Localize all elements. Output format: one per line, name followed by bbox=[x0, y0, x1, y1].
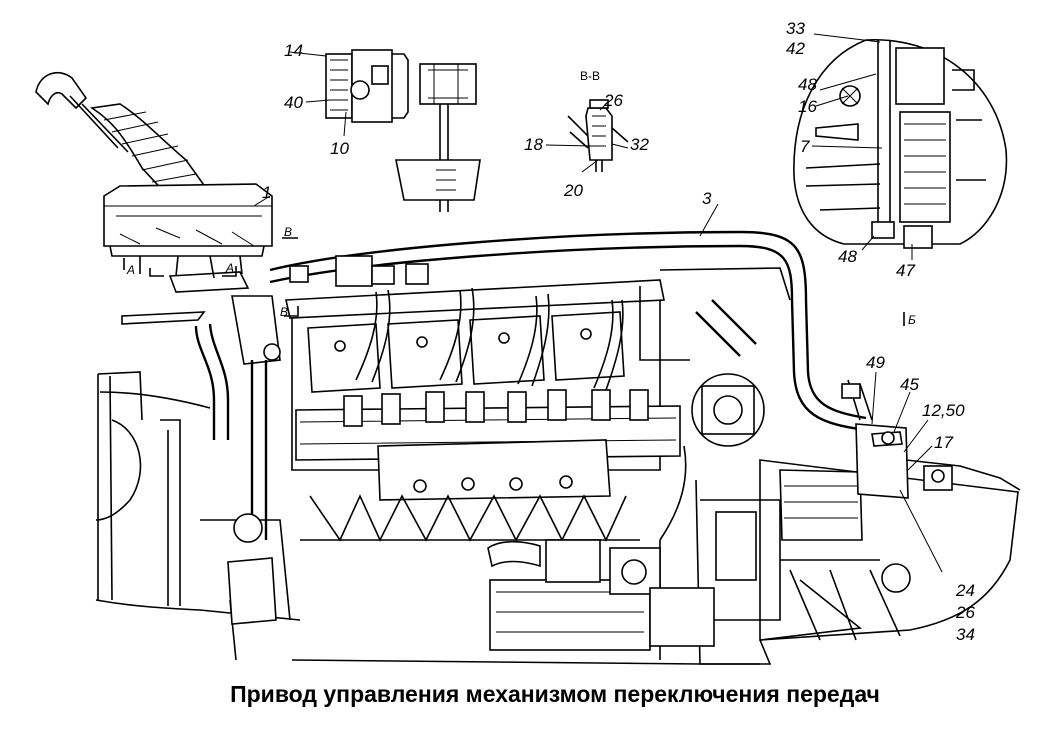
view-label-b3: Б bbox=[908, 313, 916, 327]
callout-33: 33 bbox=[786, 19, 805, 38]
view-label-a1: А bbox=[126, 263, 135, 277]
injector-row bbox=[343, 389, 649, 427]
section-b-b bbox=[567, 99, 629, 172]
callout-49: 49 bbox=[866, 353, 885, 372]
engine-block bbox=[95, 255, 1021, 665]
turbocharger bbox=[659, 299, 765, 541]
callout-48-bottom: 48 bbox=[838, 247, 857, 266]
callout-26-bottom: 26 bbox=[955, 603, 975, 622]
callout-7: 7 bbox=[800, 137, 810, 156]
callout-20: 20 bbox=[563, 181, 583, 200]
callout-1: 1 bbox=[262, 183, 271, 202]
callout-3: 3 bbox=[702, 189, 712, 208]
detail-circle bbox=[793, 39, 1008, 249]
view-markers: А А В В Б В-В bbox=[126, 69, 916, 327]
valve-covers bbox=[307, 311, 625, 393]
callout-17: 17 bbox=[934, 433, 953, 452]
callout-24: 24 bbox=[955, 581, 975, 600]
callout-34: 34 bbox=[956, 625, 975, 644]
section-label: В-В bbox=[580, 69, 600, 83]
shift-bracket bbox=[841, 379, 1021, 499]
diagram-caption: Привод управления механизмом переключени… bbox=[230, 681, 880, 707]
callout-48-top: 48 bbox=[798, 75, 817, 94]
callout-14: 14 bbox=[284, 41, 303, 60]
callout-42: 42 bbox=[786, 39, 805, 58]
callout-12-50: 12,50 bbox=[922, 401, 965, 420]
shift-cable bbox=[269, 230, 867, 432]
callout-16: 16 bbox=[798, 97, 817, 116]
callout-32: 32 bbox=[630, 135, 649, 154]
callout-45: 45 bbox=[900, 375, 919, 394]
callouts: 1 3 14 40 10 26 18 32 20 33 42 48 16 7 4… bbox=[262, 19, 975, 644]
callout-26: 26 bbox=[603, 91, 623, 110]
callout-40: 40 bbox=[284, 93, 303, 112]
callout-18: 18 bbox=[524, 135, 543, 154]
view-label-b2: В bbox=[280, 305, 288, 319]
leader-lines bbox=[253, 33, 943, 573]
view-label-b1: В bbox=[284, 225, 292, 239]
fuel-pump-pipes bbox=[289, 255, 429, 287]
callout-10: 10 bbox=[330, 139, 349, 158]
callout-47: 47 bbox=[896, 261, 915, 280]
shift-lever bbox=[35, 71, 273, 325]
view-label-a2: А bbox=[225, 261, 234, 275]
starter-motor bbox=[487, 539, 715, 651]
detail-bushing bbox=[325, 49, 481, 212]
